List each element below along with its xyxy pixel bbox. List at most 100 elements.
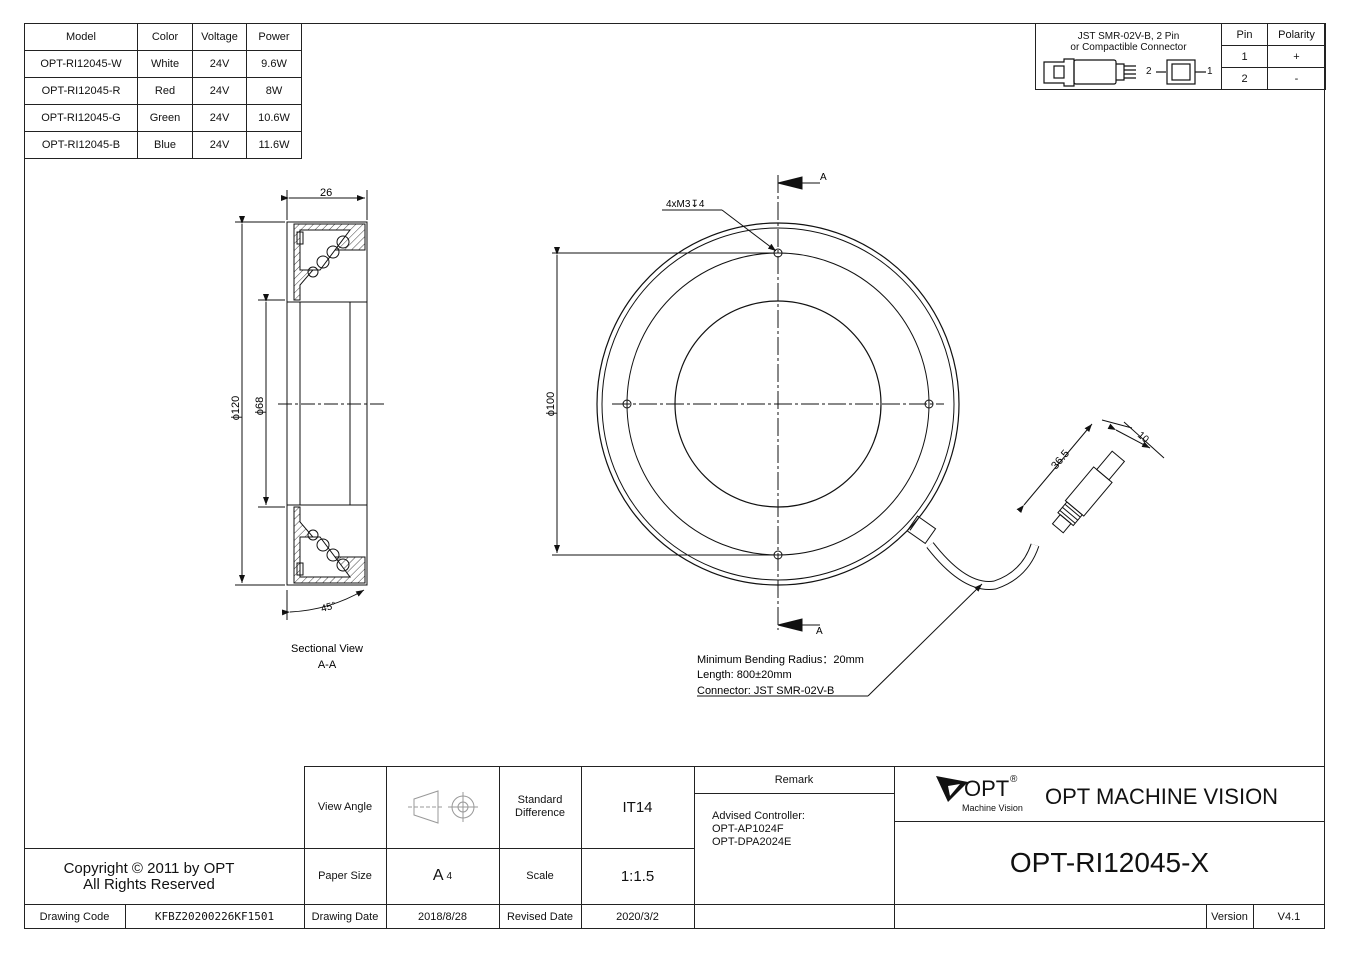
title-block: Copyright © 2011 by OPT All Rights Reser… [24,766,1325,929]
table-row: OPT-RI12045-G Green 24V 10.6W [24,104,302,132]
company-name: OPT MACHINE VISION [1045,784,1279,809]
standard-difference-label-2: Difference [515,807,565,819]
connector-pin-label-2: 2 [1146,66,1152,77]
part-number: OPT-RI12045-X [1009,847,1210,878]
cell-voltage: 24V [192,131,247,159]
standard-difference-label: Standard Difference [499,766,581,848]
section-view [235,190,384,620]
drawing-date: 2018/8/28 [418,910,467,923]
scale-label: Scale [526,870,554,882]
standard-difference: IT14 [622,798,653,816]
version-label: Version [1211,910,1248,923]
hole-callout-size: 4xM3 [666,199,691,210]
scale: 1:1.5 [620,867,655,885]
note-bending-radius: Minimum Bending Radius：20mm [697,654,864,666]
cell-power: 11.6W [246,131,302,159]
version: V4.1 [1277,910,1301,923]
table-row: 2 - [1221,67,1326,90]
cell-voltage: 24V [192,104,247,132]
standard-difference-label-1: Standard [517,794,563,806]
remark: Advised Controller: OPT-AP1024F OPT-DPA2… [712,810,805,849]
remark-line3: OPT-DPA2024E [712,836,792,848]
cell-voltage: 24V [192,77,247,105]
logo-registered: ® [1010,774,1018,785]
title-block-line [304,766,305,929]
cell-color: White [137,50,193,78]
logo-icon [936,776,968,802]
section-mark-bottom: A [816,626,823,637]
paper-size-value: A [432,867,444,884]
title-block-line [499,766,500,929]
projection-icon [407,790,478,824]
technical-drawing: 26 ϕ120 ϕ68 45° Sectional View A-A [230,172,1165,697]
title-block-line [694,793,894,794]
opt-logo: OPT ® Machine Vision [934,772,1044,816]
copyright-line1: Copyright © 2011 by OPT [63,860,235,877]
remark-line2: OPT-AP1024F [712,823,784,835]
title-block-line [386,766,387,929]
dim-inner-diameter: ϕ68 [254,397,266,415]
section-caption-line1: Sectional View [291,643,363,655]
remark-line1: Advised Controller: [712,810,805,822]
section-caption-line2: A-A [318,659,337,671]
copyright: Copyright © 2011 by OPT All Rights Reser… [24,852,274,902]
paper-size-sub: 4 [446,870,453,882]
title-block-line [894,821,1325,822]
connector-title-line1: JST SMR-02V-B, 2 Pin [1077,31,1180,42]
note-connector: Connector: JST SMR-02V-B [697,685,834,697]
hole-depth-icon: ↧ [690,199,698,210]
cell-model: OPT-RI12045-B [24,131,138,159]
title-block-line [581,766,582,929]
logo-subtext: Machine Vision [962,803,1023,813]
dim-angle: 45° [320,600,337,615]
logo-text: OPT [964,776,1010,801]
table-row: OPT-RI12045-B Blue 24V 11.6W [24,131,302,159]
header-polarity: Polarity [1267,23,1326,46]
remark-label: Remark [774,773,814,786]
connector-title-line2: or Compactible Connector [1070,42,1187,53]
table-row: OPT-RI12045-W White 24V 9.6W [24,50,302,78]
dim-width: 26 [320,187,332,199]
cell-color: Green [137,104,193,132]
revised-date: 2020/3/2 [616,910,659,923]
table-row: OPT-RI12045-R Red 24V 8W [24,77,302,105]
title-block-line [24,848,304,849]
copyright-line2: All Rights Reserved [83,876,215,893]
view-angle-label: View Angle [317,801,373,813]
title-block-line [1253,904,1254,929]
title-block-line [894,766,895,929]
paper-size-label: Paper Size [318,870,372,882]
hole-callout: 4xM3↧4 [666,199,705,210]
cell-model: OPT-RI12045-G [24,104,138,132]
pin-table-header: Pin Polarity [1221,23,1326,46]
revised-date-label: Revised Date [506,910,574,923]
header-pin: Pin [1221,23,1268,46]
front-view [552,175,1165,697]
dim-connector-length: 10 [1135,430,1151,446]
spec-table: Model Color Voltage Power OPT-RI12045-W … [24,23,302,159]
dim-outer-diameter: ϕ120 [230,396,242,421]
title-block-line [125,904,126,929]
pin-table: Pin Polarity 1 + 2 - [1221,23,1326,90]
title-block-line [694,766,695,929]
cell-pin: 2 [1221,67,1268,90]
connector-drawing [1043,58,1206,87]
drawing-frame [24,23,1325,929]
dim-front-diameter: ϕ100 [545,392,557,417]
drawing-code-label: Drawing Code [39,910,110,923]
header-color: Color [137,23,193,51]
hole-callout-depth: 4 [699,199,705,210]
title-block-line [24,904,1325,905]
cell-model: OPT-RI12045-R [24,77,138,105]
cell-polarity: - [1267,67,1326,90]
cell-power: 9.6W [246,50,302,78]
connector-title: JST SMR-02V-B, 2 Pin or Compactible Conn… [1036,31,1221,53]
cell-color: Blue [137,131,193,159]
drawing-date-label: Drawing Date [311,910,379,923]
title-block-top-line [304,766,1325,767]
view-angle-symbol [386,766,499,848]
connector-box: JST SMR-02V-B, 2 Pin or Compactible Conn… [1035,23,1221,90]
spec-table-header: Model Color Voltage Power [24,23,302,51]
drawing-code: KFBZ20200226KF1501 [154,910,275,923]
